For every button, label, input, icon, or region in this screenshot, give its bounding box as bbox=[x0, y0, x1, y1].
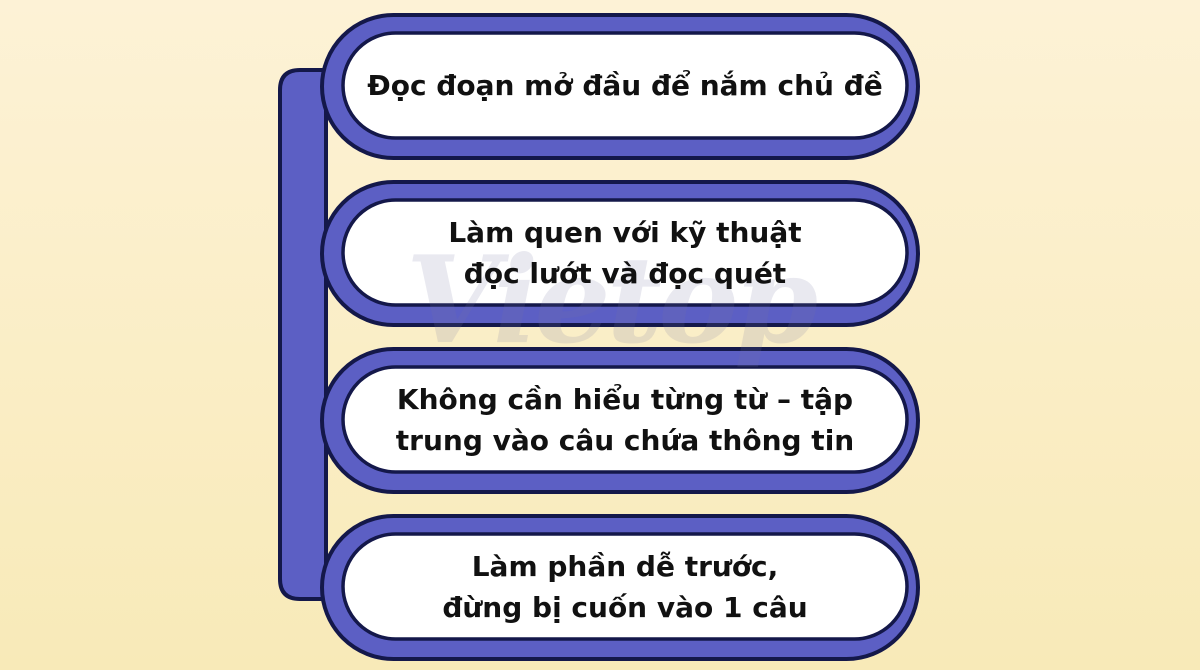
step-4-text: Làm phần dễ trước, đừng bị cuốn vào 1 câ… bbox=[345, 534, 905, 639]
step-3-line-1: Không cần hiểu từng từ – tập bbox=[396, 382, 854, 416]
step-4-line-2: đừng bị cuốn vào 1 câu bbox=[442, 590, 808, 624]
step-2-line-1: Làm quen với kỹ thuật bbox=[448, 215, 802, 249]
step-2-box bbox=[320, 180, 920, 327]
step-3-text: Không cần hiểu từng từ – tập trung vào c… bbox=[345, 367, 905, 472]
step-3-line-2: trung vào câu chứa thông tin bbox=[395, 423, 855, 457]
connector-spine bbox=[278, 68, 342, 601]
step-4-box bbox=[320, 514, 920, 661]
step-3-box bbox=[320, 347, 920, 494]
step-4-line-1: Làm phần dễ trước, bbox=[471, 549, 779, 583]
step-2-line-2: đọc lướt và đọc quét bbox=[463, 256, 787, 290]
step-2-text: Làm quen với kỹ thuật đọc lướt và đọc qu… bbox=[345, 200, 905, 305]
step-1-box bbox=[320, 13, 920, 160]
step-1-line-1: Đọc đoạn mở đầu để nắm chủ đề bbox=[367, 69, 883, 102]
step-1-text: Đọc đoạn mở đầu để nắm chủ đề bbox=[345, 33, 905, 138]
